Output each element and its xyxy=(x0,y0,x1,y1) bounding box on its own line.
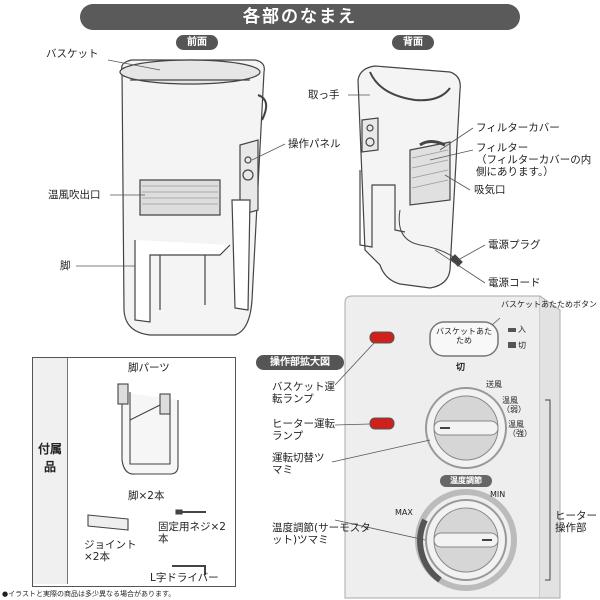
filter-cover-label: フィルターカバー xyxy=(476,122,560,134)
on-mark: 入 xyxy=(518,325,526,334)
cord-label: 電源コード xyxy=(488,277,541,289)
off-mark: 切 xyxy=(518,341,526,350)
temp-min-label: MIN xyxy=(490,490,505,499)
mode-off-mark: 切 xyxy=(456,364,465,373)
heater-panel-label: ヒーター操作部 xyxy=(555,510,599,534)
filter-note-label: （フィルターカバーの内側にあります。） xyxy=(476,154,596,178)
footnote: ●イラストと実際の商品は多少異なる場合があります。 xyxy=(2,590,175,599)
leg-qty-label: 脚×2本 xyxy=(128,490,164,502)
back-unit-drawing xyxy=(358,66,462,288)
basket-warm-button[interactable]: バスケットあたため xyxy=(436,327,492,345)
leg-label: 脚 xyxy=(60,260,71,272)
mode-fan-label: 送風 xyxy=(486,380,502,389)
filter-label: フィルター xyxy=(476,142,528,154)
mode-knob-label: 運転切替ツマミ xyxy=(272,452,332,476)
screw-label: 固定用ネジ×2本 xyxy=(158,521,228,545)
control-panel-label: 操作パネル xyxy=(288,138,341,150)
basket-lamp-label: バスケット運転ランプ xyxy=(272,381,344,405)
temp-label: 温度調節 xyxy=(440,475,492,487)
accessory-section-label: 付属品 xyxy=(33,440,67,476)
handle-label: 取っ手 xyxy=(308,89,340,101)
mode-low-label: 温風（弱） xyxy=(502,396,532,414)
joint-label: ジョイント×2本 xyxy=(84,539,144,563)
leg-parts-label: 脚パーツ xyxy=(128,362,170,374)
front-unit-drawing xyxy=(120,60,266,335)
plug-label: 電源プラグ xyxy=(488,239,541,251)
driver-label: L字ドライバー xyxy=(150,572,219,584)
basket-label: バスケット xyxy=(46,48,99,60)
temp-knob-label: 温度調節(サーモスタット)ツマミ xyxy=(272,522,372,546)
basket-warm-button-label: バスケットあたためボタン xyxy=(500,300,598,309)
temp-max-label: MAX xyxy=(395,508,413,517)
heater-lamp-label: ヒーター運転ランプ xyxy=(272,418,344,442)
outlet-label: 温風吹出口 xyxy=(48,189,101,201)
intake-label: 吸気口 xyxy=(474,184,506,196)
mode-high-label: 温風（強） xyxy=(508,420,538,438)
